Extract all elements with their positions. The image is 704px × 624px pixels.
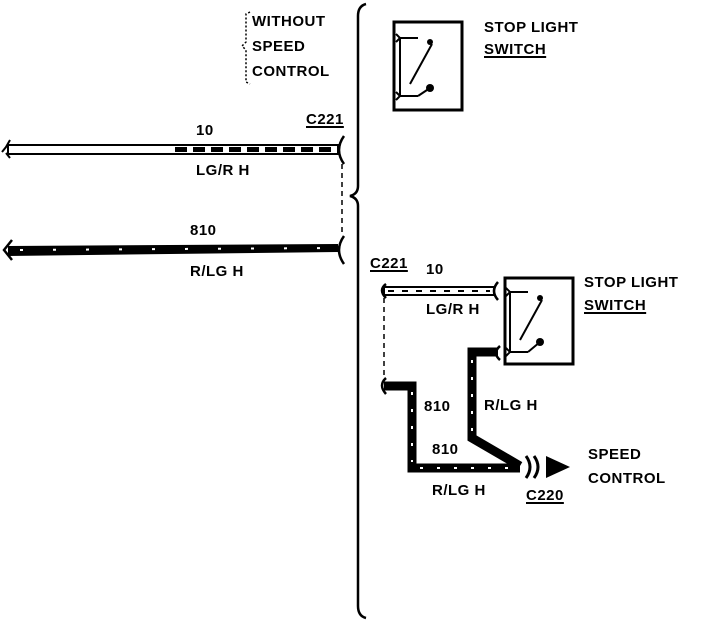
wire-10-top-circuit: 10 [196, 122, 214, 139]
connector-c221-bottom: C221 [370, 255, 408, 272]
wire-10-bottom-circuit: 10 [426, 261, 444, 278]
wire-810-top-circuit: 810 [190, 222, 217, 239]
stop-light-switch-top [392, 20, 464, 112]
stop-light-switch-bottom [503, 276, 575, 366]
wire-rlg-color: R/LG H [484, 397, 538, 414]
wire-810-top [2, 235, 346, 265]
connector-c220: C220 [526, 487, 564, 504]
heading-line-3: CONTROL [252, 63, 330, 80]
stop-light-switch-top-label-1: STOP LIGHT [484, 19, 579, 36]
wire-10-top [1, 135, 346, 165]
stop-light-switch-bottom-label-2: SWITCH [584, 297, 647, 314]
wire-810-vertical-circuit: 810 [424, 398, 451, 415]
heading-line-1: WITHOUT [252, 13, 326, 30]
section-divider-bracket [349, 2, 367, 620]
speed-control-label-1: SPEED [588, 446, 642, 463]
heading-brace [240, 11, 251, 85]
connector-c221-top: C221 [306, 111, 344, 128]
wire-rlg-switch-to-c220 [467, 345, 523, 470]
wire-10-bottom-color: LG/R H [426, 301, 480, 318]
c220-connector [524, 455, 570, 479]
stop-light-switch-bottom-label-1: STOP LIGHT [584, 274, 679, 291]
wire-810-bottom [380, 377, 520, 473]
speed-control-label-2: CONTROL [588, 470, 666, 487]
wire-810-horizontal-circuit: 810 [432, 441, 459, 458]
wire-810-top-color: R/LG H [190, 263, 244, 280]
stop-light-switch-top-label-2: SWITCH [484, 41, 547, 58]
wire-10-bottom [380, 281, 499, 301]
wire-10-top-color: LG/R H [196, 162, 250, 179]
wire-810-horizontal-color: R/LG H [432, 482, 486, 499]
heading-line-2: SPEED [252, 38, 306, 55]
